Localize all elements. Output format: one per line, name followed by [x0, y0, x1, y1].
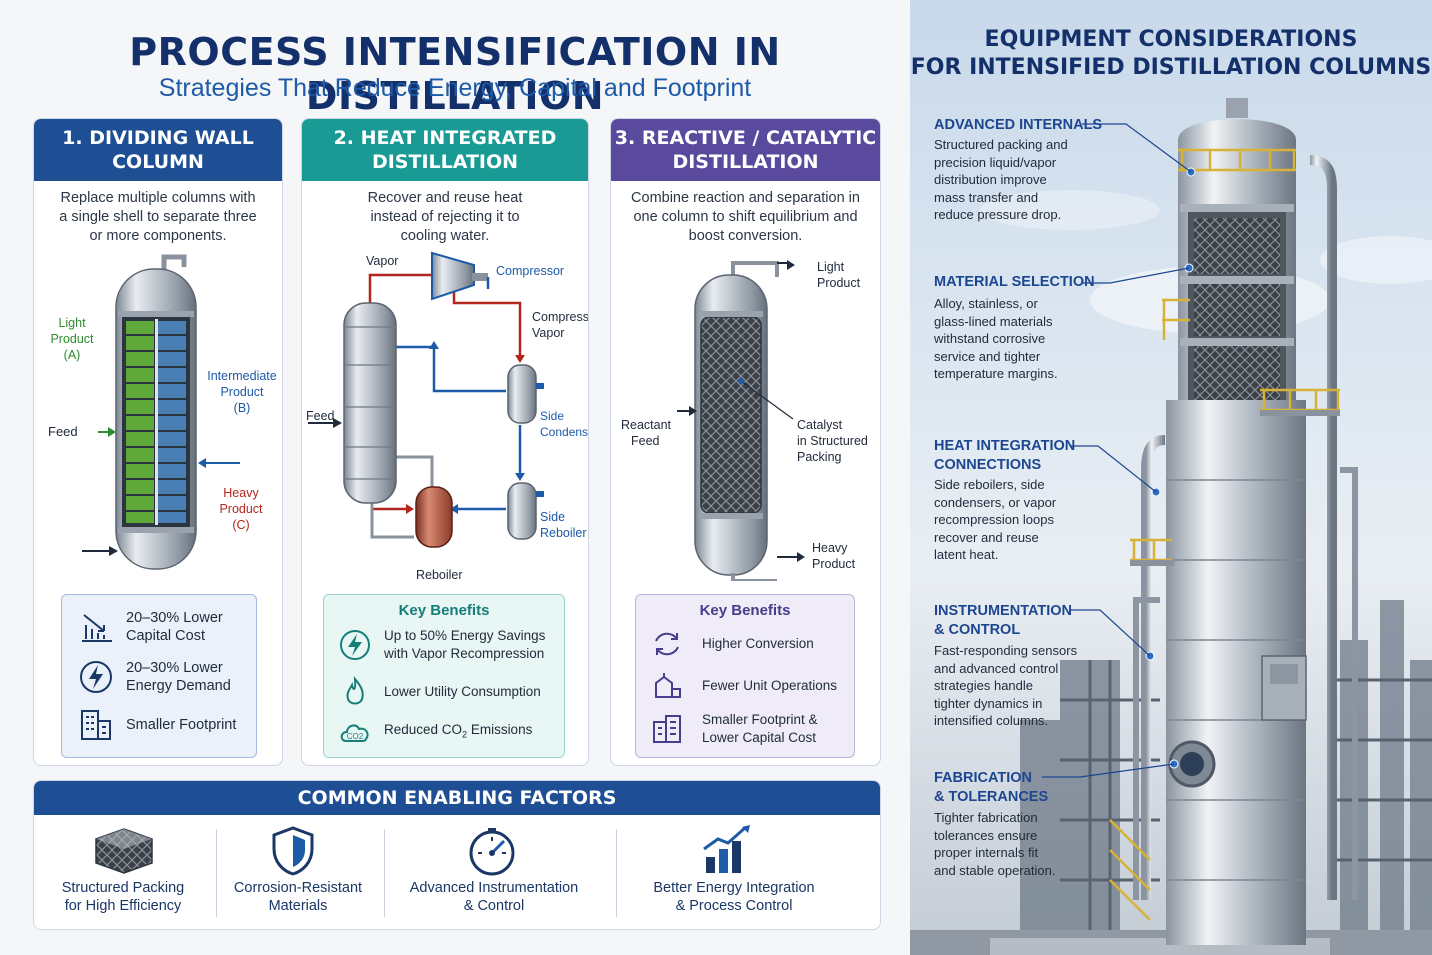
light-arrow [98, 427, 116, 437]
packing-left [126, 321, 154, 523]
compressed-vapor-label: CompressedVapor [532, 310, 589, 340]
card-description: Recover and reuse heat instead of reject… [367, 190, 523, 244]
equipment-title: EQUIPMENT CONSIDERATIONS FOR INTENSIFIED… [910, 27, 1432, 80]
benefit-row: Higher Conversion [650, 627, 814, 661]
card-reactive-distillation: 3. REACTIVE / CATALYTIC DISTILLATION Com… [610, 118, 881, 766]
page-title: PROCESS INTENSIFICATION IN DISTILLATION [129, 30, 781, 118]
gauge-icon [469, 828, 515, 876]
card-description: Combine reaction and separation in one c… [631, 190, 860, 244]
card-header: 2. HEAT INTEGRATED DISTILLATION [302, 119, 588, 181]
card-dividing-wall: 1. DIVIDING WALL COLUMN Replace multiple… [33, 118, 283, 766]
growth-chart-icon [703, 825, 750, 873]
eq-instrumentation-heading: INSTRUMENTATION& CONTROL [934, 603, 1073, 638]
factor-advanced-instrumentation: Advanced Instrumentation& Control [409, 880, 579, 914]
flask-icon [655, 673, 681, 698]
building-icon [81, 710, 111, 740]
card3-benefits-box: Key Benefits Higher Conversion Fewer Uni… [635, 594, 855, 758]
side-condenser-label: SideCondenser [540, 409, 589, 439]
eq-material-selection-heading: MATERIAL SELECTION [934, 274, 1095, 290]
side-reboiler [507, 482, 544, 540]
reboiler-label: Reboiler [416, 568, 463, 582]
distillation-column-photo [910, 98, 1432, 955]
building-icon [653, 715, 681, 743]
eq-advanced-internals-heading: ADVANCED INTERNALS [934, 117, 1103, 133]
dividing-wall-column-diagram [82, 254, 240, 570]
packing-icon [95, 828, 153, 874]
shield-icon [272, 826, 314, 876]
packing-right [158, 321, 186, 523]
co2-cloud-icon: CO2 [340, 724, 369, 742]
benefit-row: CO2 Reduced CO2 Emissions [338, 715, 532, 749]
side-condenser [507, 364, 544, 424]
benefit-row: Smaller Footprint [78, 707, 236, 743]
lightning-icon [80, 661, 112, 693]
benefit-row: Fewer Unit Operations [650, 669, 837, 703]
reboiler [415, 486, 453, 548]
flame-icon [346, 676, 364, 705]
common-enabling-factors: COMMON ENABLING FACTORS Structured Packi… [33, 780, 881, 930]
card-heat-integrated: 2. HEAT INTEGRATED DISTILLATION Recover … [301, 118, 589, 766]
feed-arrow [82, 546, 118, 556]
reactive-column-diagram [677, 260, 805, 581]
equipment-panel [910, 0, 1432, 955]
factor-energy-integration: Better Energy Integration& Process Contr… [653, 880, 815, 914]
compressor-label: Compressor [496, 264, 565, 278]
compressor [431, 251, 490, 301]
vapor-label: Vapor [366, 254, 399, 268]
page-subtitle: Strategies That Reduce Energy, Capital a… [158, 74, 752, 102]
card-description: Replace multiple columns with a single s… [59, 190, 257, 244]
card-header: 1. DIVIDING WALL COLUMN [34, 119, 282, 181]
card-header: 3. REACTIVE / CATALYTIC DISTILLATION [611, 119, 880, 181]
benefit-row: Lower Utility Consumption [338, 675, 541, 709]
svg-text:CO2: CO2 [347, 732, 364, 741]
eq-fabrication-heading: FABRICATION& TOLERANCES [934, 770, 1049, 805]
chart-down-icon [82, 614, 112, 642]
lightning-icon [340, 630, 370, 660]
benefit-row: Smaller Footprint &Lower Capital Cost [650, 711, 818, 747]
feed-label: Feed [306, 409, 335, 423]
conversion-cycle-icon [655, 632, 679, 656]
intermediate-arrow [198, 458, 240, 468]
feed-label: Feed [48, 424, 78, 439]
heat-integration-diagram [308, 251, 544, 548]
